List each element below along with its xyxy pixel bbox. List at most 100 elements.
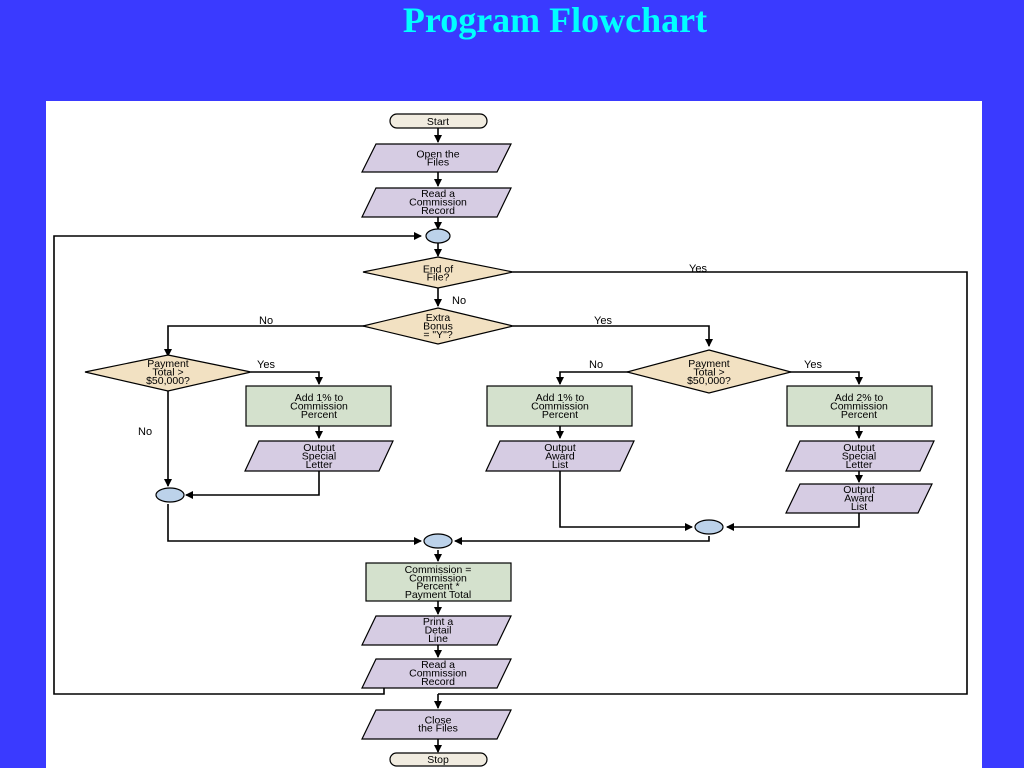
eof-no-label: No — [452, 295, 466, 307]
award-list-mid-line-3: List — [552, 459, 568, 471]
right-yes-label: Yes — [804, 359, 822, 371]
read-record-io-2 — [361, 658, 512, 689]
read-record-1-line-3: Record — [421, 205, 455, 217]
payment-left-decision — [84, 354, 252, 392]
payment-left-line-1: Payment — [147, 358, 189, 370]
edge-award-junction — [559, 471, 693, 531]
special-letter-right-line-3: Letter — [846, 459, 873, 471]
print-detail-line-1: Print a — [423, 616, 454, 628]
print-detail-line-2: Detail — [425, 625, 452, 637]
award-list-mid-line-2: Award — [545, 451, 575, 463]
add1-left-process — [245, 385, 392, 427]
print-detail-io — [361, 615, 512, 646]
edge-bonus-no — [164, 325, 364, 357]
special-letter-left-line-3: Letter — [306, 459, 333, 471]
start-terminal — [389, 113, 488, 129]
close-files-io — [361, 709, 512, 740]
end-of-file-decision — [362, 256, 514, 289]
special-letter-right-line-1: Output — [843, 442, 875, 454]
extra-bonus-line-1: Extra — [426, 312, 451, 324]
commission-calc-line-4: Payment Total — [405, 589, 471, 601]
special-letter-right-io — [785, 440, 935, 472]
close-files-line-1: Close — [425, 714, 452, 726]
payment-right-decision — [624, 349, 794, 394]
end-of-file-line-2: File? — [427, 272, 450, 284]
left-no-label: No — [138, 426, 152, 438]
add2-right-line-2: Commission — [830, 401, 888, 413]
open-files-line-1: Open the — [416, 148, 459, 160]
start-label: Start — [427, 116, 449, 128]
loop-junction-connector — [425, 228, 451, 244]
add1-mid-line-1: Add 1% to — [536, 392, 585, 404]
right-no-label: No — [589, 359, 603, 371]
extra-bonus-decision — [362, 307, 514, 345]
award-list-right-io — [785, 483, 933, 514]
payment-left-line-2: Total > — [152, 367, 183, 379]
edge-leftjunction-merge — [167, 504, 422, 545]
add1-mid-process — [486, 385, 633, 427]
award-list-right-line-2: Award — [844, 493, 874, 505]
payment-right-line-2: Total > — [693, 367, 724, 379]
stop-label: Stop — [427, 754, 449, 766]
bonus-no-label: No — [259, 315, 273, 327]
add1-mid-line-2: Commission — [531, 401, 589, 413]
award-list-right-line-1: Output — [843, 484, 875, 496]
special-letter-left-line-2: Special — [302, 451, 336, 463]
add1-left-line-3: Percent — [301, 409, 337, 421]
read-record-2-line-1: Read a — [421, 659, 455, 671]
extra-bonus-line-2: Bonus — [423, 321, 453, 333]
open-files-line-2: Files — [427, 157, 449, 169]
edge-bonus-yes — [513, 325, 713, 347]
award-list-right-line-3: List — [851, 501, 867, 513]
read-record-1-line-1: Read a — [421, 188, 455, 200]
edge-eof-yes — [438, 271, 968, 695]
edge-letter-junction — [185, 471, 320, 499]
read-record-io-1 — [361, 187, 512, 218]
award-list-mid-io — [485, 440, 635, 472]
eof-yes-label: Yes — [689, 263, 707, 275]
merge-junction-connector — [423, 533, 453, 549]
payment-left-line-3: $50,000? — [146, 375, 190, 387]
flowchart-panel — [46, 101, 982, 768]
add2-right-line-1: Add 2% to — [835, 392, 884, 404]
add2-right-line-3: Percent — [841, 409, 877, 421]
commission-calc-line-2: Commission — [409, 572, 467, 584]
read-record-1-line-2: Commission — [409, 197, 467, 209]
payment-right-line-3: $50,000? — [687, 375, 731, 387]
special-letter-left-line-1: Output — [303, 442, 335, 454]
read-record-2-line-2: Commission — [409, 668, 467, 680]
edge-rightjunction-merge — [454, 536, 710, 545]
right-junction-connector — [694, 519, 724, 535]
extra-bonus-line-3: = "Y"? — [423, 329, 453, 341]
end-of-file-line-1: End of — [423, 263, 453, 275]
bonus-yes-label: Yes — [594, 315, 612, 327]
add1-mid-line-3: Percent — [542, 409, 578, 421]
commission-calc-process — [365, 562, 512, 602]
commission-calc-line-1: Commission = — [405, 564, 472, 576]
edge-right-yes — [790, 371, 863, 385]
special-letter-left-io — [244, 440, 394, 472]
open-files-io — [361, 143, 512, 173]
edge-awardright-junction — [726, 513, 860, 531]
close-files-line-2: the Files — [418, 723, 458, 735]
stop-terminal — [389, 752, 488, 767]
commission-calc-line-3: Percent * — [416, 581, 459, 593]
special-letter-right-line-2: Special — [842, 451, 876, 463]
print-detail-line-3: Line — [428, 633, 448, 645]
edge-loop-back — [53, 232, 422, 695]
